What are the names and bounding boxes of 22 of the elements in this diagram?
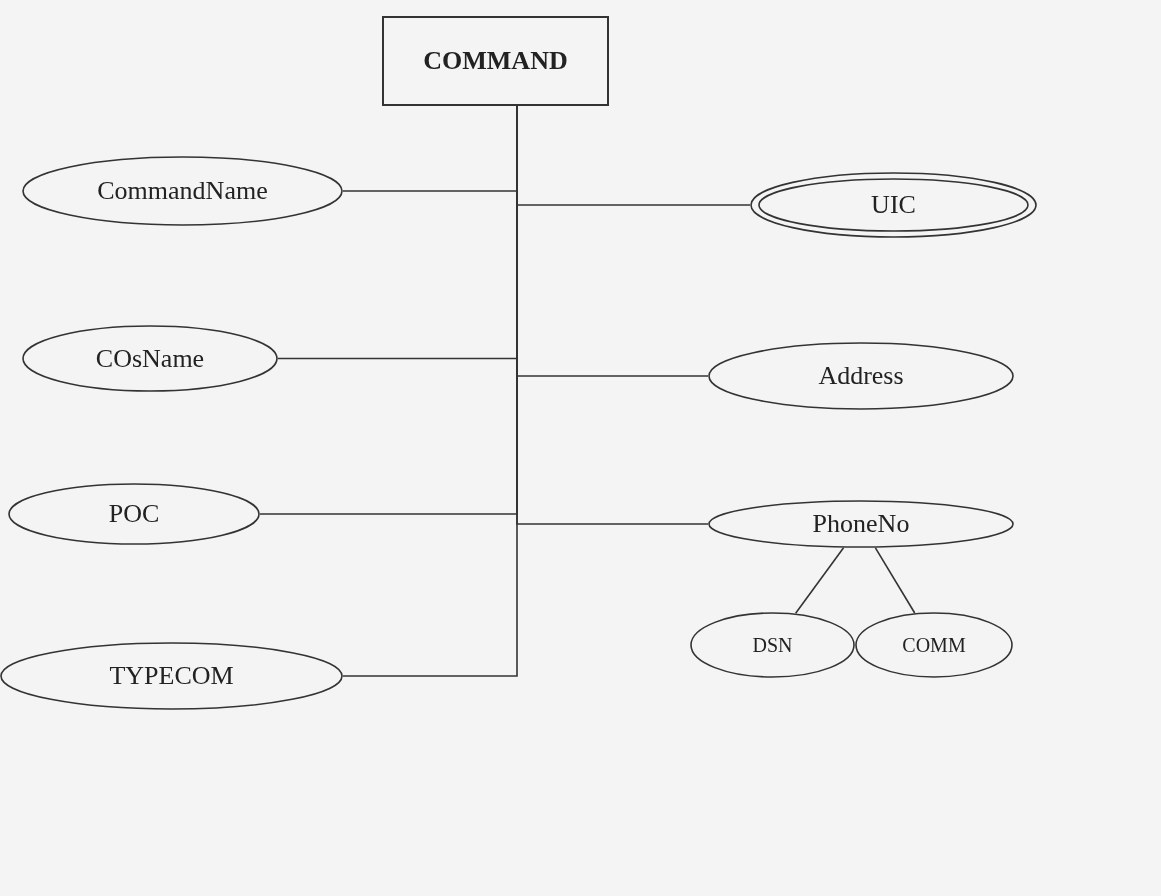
attribute-ellipse <box>855 612 1013 678</box>
attribute-ellipse <box>690 612 855 678</box>
attribute-ellipse <box>8 483 260 545</box>
attribute-ellipse <box>22 156 343 226</box>
connector-line <box>794 547 845 615</box>
attribute-ellipse <box>708 500 1014 548</box>
node-label: PhoneNo <box>812 509 910 539</box>
node-label: COMMAND <box>423 46 568 76</box>
node-label: TYPECOM <box>109 661 234 691</box>
entity-box <box>382 16 609 106</box>
node-label: CommandName <box>97 176 268 206</box>
connector-line <box>874 547 916 614</box>
key-attribute-ellipse <box>750 172 1037 238</box>
attribute-ellipse <box>708 342 1014 410</box>
attribute-ellipse <box>0 642 343 710</box>
node-label: POC <box>108 499 160 529</box>
node-label: DSN <box>752 633 793 657</box>
node-label: COsName <box>95 343 205 374</box>
attribute-ellipse <box>22 325 278 392</box>
node-label: Address <box>818 361 904 391</box>
node-label: COMM <box>902 633 966 657</box>
node-label: UIC <box>871 190 916 220</box>
